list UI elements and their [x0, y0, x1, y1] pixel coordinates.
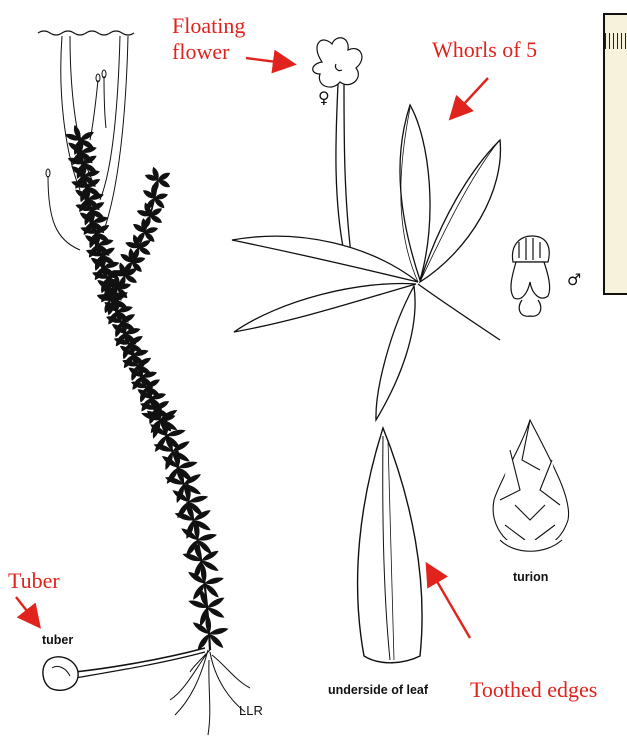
underside-leaf [358, 428, 422, 663]
annotation-whorls: Whorls of 5 [432, 38, 537, 62]
cropped-inset-panel [603, 13, 627, 295]
female-flower [313, 38, 362, 262]
annotation-tuber: Tuber [8, 569, 60, 593]
leaf-whorl [232, 105, 500, 420]
rhizome [75, 648, 205, 672]
label-turion: turion [513, 570, 548, 584]
annotation-flower: flower [172, 40, 229, 64]
stem-leaf-whorls [64, 124, 229, 652]
label-underside: underside of leaf [328, 683, 428, 697]
annotation-toothed: Toothed edges [470, 678, 597, 702]
artist-signature: LLR [239, 703, 263, 718]
tuber-drawing [43, 657, 78, 691]
annotation-floating: Floating [172, 14, 245, 38]
male-symbol: ♂ [567, 270, 581, 289]
label-tuber: tuber [42, 633, 73, 647]
female-symbol: ♀ [318, 88, 330, 107]
water-surface [38, 31, 134, 35]
male-flower [511, 236, 550, 316]
roots [170, 650, 250, 735]
turion-drawing [493, 420, 568, 551]
